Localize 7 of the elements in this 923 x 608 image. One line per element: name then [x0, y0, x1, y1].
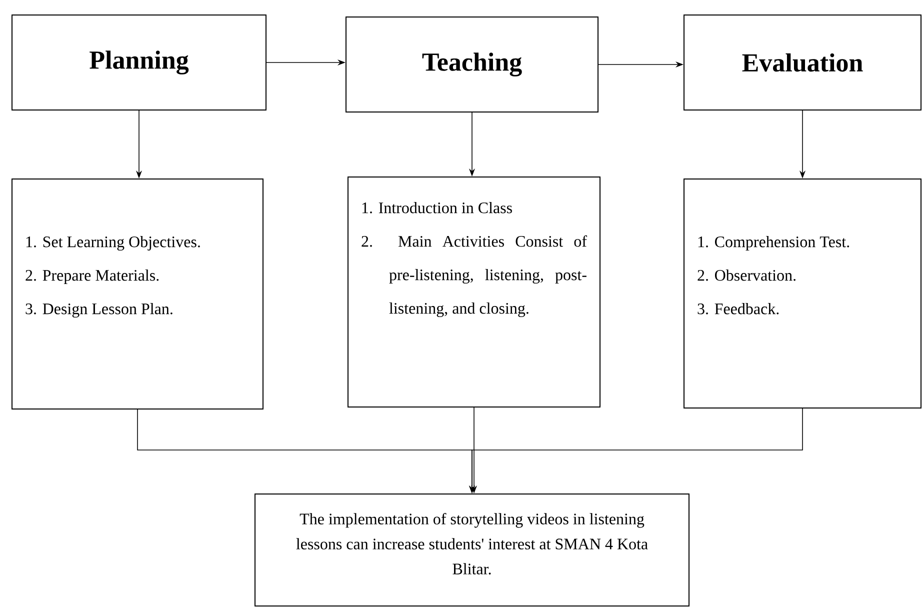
stage-box: Evaluation [684, 14, 922, 110]
list-box: 1. Comprehension Test. 2. Observation. 3. Feedback. [684, 178, 922, 408]
stage-box: Teaching [346, 16, 598, 112]
list-box: 1. Set Learning Objectives. 2. Prepare Materials. 3. Design Lesson Plan. [12, 178, 264, 410]
conclusion-box: The implementation of storytelling videos in listening lessons can increase students' interest at SMAN 4 Kota Blitar. [254, 494, 690, 606]
list-box: 1. Introduction in Class 2. Main Activities Consist of pre-listening, listening, post-listening, and closing. [348, 176, 600, 408]
stage-box: Planning [12, 14, 266, 110]
